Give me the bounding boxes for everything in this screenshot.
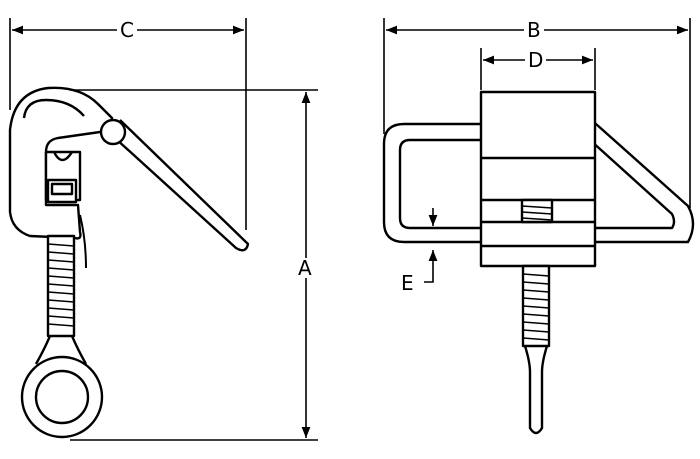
screw-window bbox=[520, 198, 554, 224]
lever-pivot bbox=[99, 118, 127, 146]
eye-neck bbox=[34, 335, 88, 365]
dim-label-b: B bbox=[524, 20, 544, 40]
dim-label-a: A bbox=[295, 258, 315, 278]
dim-label-e: E bbox=[398, 273, 417, 293]
front-screw-stem bbox=[523, 345, 549, 435]
dim-label-d: D bbox=[525, 50, 547, 70]
eye-outer bbox=[20, 355, 104, 439]
screw-threads bbox=[47, 243, 75, 327]
dim-e-leader bbox=[424, 270, 434, 283]
eye-inner bbox=[34, 369, 90, 425]
center-block bbox=[479, 90, 597, 268]
side-view bbox=[8, 86, 250, 439]
front-view bbox=[382, 90, 695, 435]
dim-label-c: C bbox=[117, 20, 137, 40]
spring-wire bbox=[79, 214, 87, 269]
bail-loop bbox=[382, 122, 695, 244]
lever-handle bbox=[103, 119, 250, 252]
